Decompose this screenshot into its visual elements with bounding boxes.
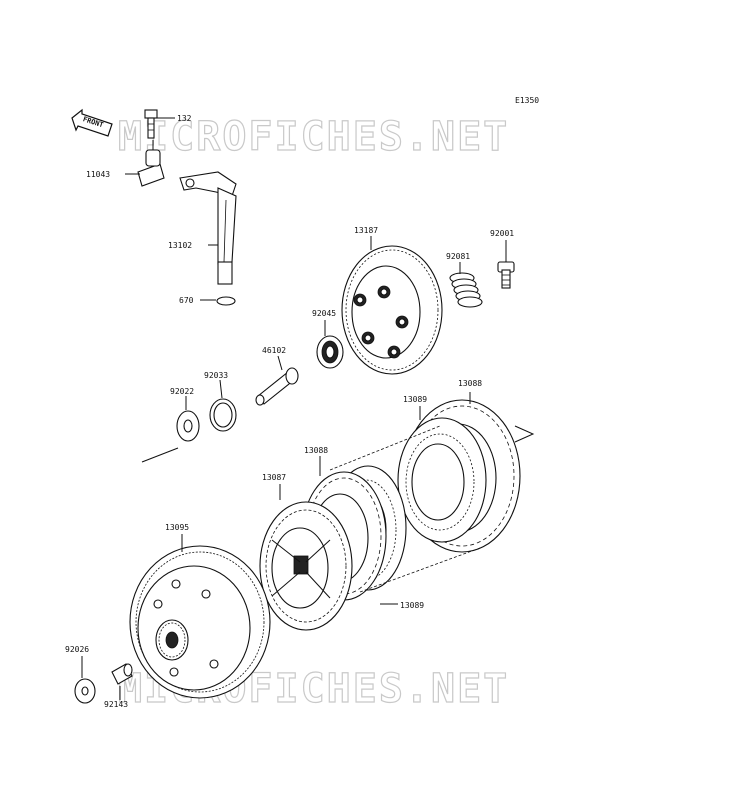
label-13088-mid: 13088	[304, 446, 328, 455]
label-92143: 92143	[104, 700, 128, 709]
diagram-code: E1350	[515, 96, 539, 105]
clutch-hub-13087[interactable]	[259, 501, 353, 631]
collar-92143[interactable]	[111, 663, 133, 685]
pressure-plate-13187[interactable]	[341, 245, 443, 375]
label-13102: 13102	[168, 241, 192, 250]
circlip-92033[interactable]	[209, 398, 237, 432]
label-13087: 13087	[262, 473, 286, 482]
label-11043: 11043	[86, 170, 110, 179]
bracket-11043[interactable]	[137, 140, 165, 187]
o-ring-670[interactable]	[216, 296, 236, 306]
spring-92081[interactable]	[449, 272, 483, 308]
label-92045: 92045	[312, 309, 336, 318]
pushrod-46102[interactable]	[255, 367, 299, 406]
label-132: 132	[177, 114, 192, 123]
label-13095: 13095	[165, 523, 189, 532]
label-92026: 92026	[65, 645, 89, 654]
axis-line-right	[514, 425, 535, 443]
label-92081: 92081	[446, 252, 470, 261]
label-13088-top: 13088	[458, 379, 482, 388]
bearing-92045[interactable]	[316, 335, 344, 369]
release-shaft-13102[interactable]	[179, 171, 237, 285]
washer-92026[interactable]	[74, 678, 96, 704]
label-13187: 13187	[354, 226, 378, 235]
bolt-132[interactable]	[144, 109, 158, 139]
watermark-top: MICROFICHES.NET	[118, 114, 509, 160]
bolt-92001[interactable]	[497, 261, 515, 289]
label-13089-bottom: 13089	[400, 601, 424, 610]
washer-92022[interactable]	[176, 410, 200, 442]
label-92001: 92001	[490, 229, 514, 238]
front-arrow-icon: FRONT	[71, 108, 113, 137]
steel-plate-13089-rear[interactable]	[397, 417, 487, 543]
label-46102: 46102	[262, 346, 286, 355]
label-92033: 92033	[204, 371, 228, 380]
label-13089-top: 13089	[403, 395, 427, 404]
axis-line-left	[141, 447, 179, 463]
label-670: 670	[179, 296, 194, 305]
clutch-housing-13095[interactable]	[129, 545, 271, 699]
label-92022: 92022	[170, 387, 194, 396]
